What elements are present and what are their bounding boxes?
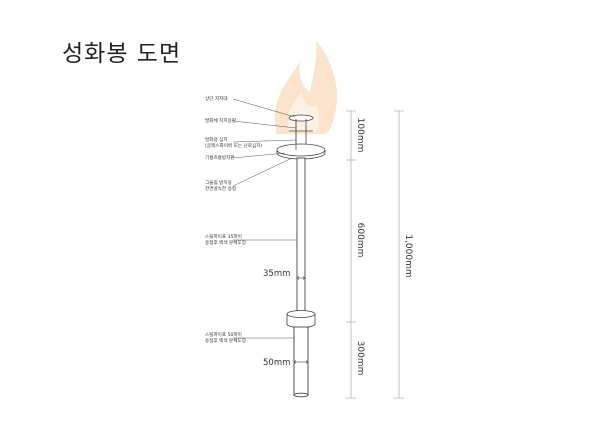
- label-pipe-upper: 스틸파이프 35파이: [205, 233, 242, 240]
- page-title: 성화봉 도면: [62, 41, 182, 67]
- dim-total-length: 1,000mm: [403, 234, 413, 277]
- dim-head-height: 100mm: [355, 118, 365, 153]
- diameter-marks: [293, 276, 309, 364]
- label-grip-upper-sub: 전면골속한 용접: [205, 185, 236, 192]
- label-pipe-lower-sub: 용접후 백색 분체도장: [205, 337, 247, 344]
- dim-upper-diameter: 35mm: [263, 269, 290, 279]
- label-base-plate: 기름흐름방지판: [205, 154, 235, 161]
- label-flame-holder: 발화체 지지용판: [205, 117, 237, 124]
- torch-head: [276, 114, 326, 160]
- dim-upper-length: 600mm: [355, 223, 365, 258]
- dim-lower-diameter: 50mm: [263, 358, 290, 368]
- top-support-disc: [288, 114, 314, 122]
- vertical-dimension-lines: [346, 110, 404, 399]
- label-pipe-lower: 스틸파이프 50파이: [205, 331, 242, 338]
- label-pipe-upper-sub: 용접후 백색 분체도장: [205, 239, 247, 246]
- label-wick-sub: (글래스화이버 또는 난로심지): [205, 142, 262, 149]
- leader-lines: [232, 98, 297, 339]
- label-grip-upper: 그을림 방지용: [205, 179, 232, 186]
- label-top-support: 상단 지지대: [205, 95, 228, 102]
- dim-lower-length: 300mm: [355, 341, 365, 376]
- pipe-collar: [286, 310, 316, 328]
- label-wick: 발화용 심지: [205, 136, 228, 143]
- upper-pipe: [296, 157, 306, 315]
- flame-illustration: [274, 40, 338, 134]
- lower-pipe: [293, 326, 309, 398]
- base-plate: [276, 143, 326, 157]
